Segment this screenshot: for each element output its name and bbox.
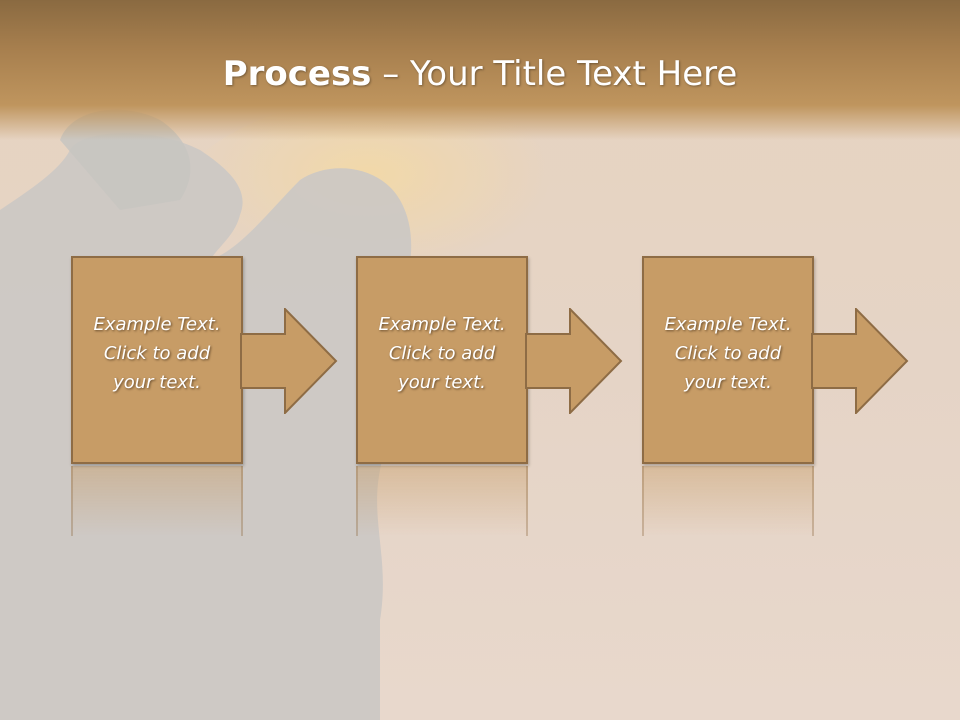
step-text[interactable]: Example Text. Click to add your text.	[356, 310, 528, 397]
step-text[interactable]: Example Text. Click to add your text.	[642, 310, 814, 397]
step-text-line: your text.	[684, 372, 772, 393]
step-reflection	[642, 466, 814, 536]
process-step-3: Example Text. Click to add your text.	[642, 256, 912, 546]
slide-title[interactable]: Process – Your Title Text Here	[0, 52, 960, 96]
step-reflection	[71, 466, 243, 536]
step-text-line: your text.	[398, 372, 486, 393]
step-box[interactable]	[356, 256, 528, 464]
step-text-line: Example Text.	[93, 314, 221, 335]
step-text-line: Example Text.	[664, 314, 792, 335]
title-regular-part: – Your Title Text Here	[371, 54, 738, 94]
process-step-2: Example Text. Click to add your text.	[356, 256, 626, 546]
step-text-line: Example Text.	[378, 314, 506, 335]
title-bold-part: Process	[222, 54, 372, 94]
step-text-line: Click to add	[674, 343, 782, 364]
arrow-right-icon	[811, 308, 909, 414]
step-text-line: Click to add	[388, 343, 496, 364]
title-bar	[0, 0, 960, 140]
arrow-right-icon	[525, 308, 623, 414]
step-text-line: Click to add	[103, 343, 211, 364]
process-step-1: Example Text. Click to add your text.	[71, 256, 341, 546]
step-box[interactable]	[71, 256, 243, 464]
step-text[interactable]: Example Text. Click to add your text.	[71, 310, 243, 397]
step-reflection	[356, 466, 528, 536]
arrow-right-icon	[240, 308, 338, 414]
step-text-line: your text.	[113, 372, 201, 393]
